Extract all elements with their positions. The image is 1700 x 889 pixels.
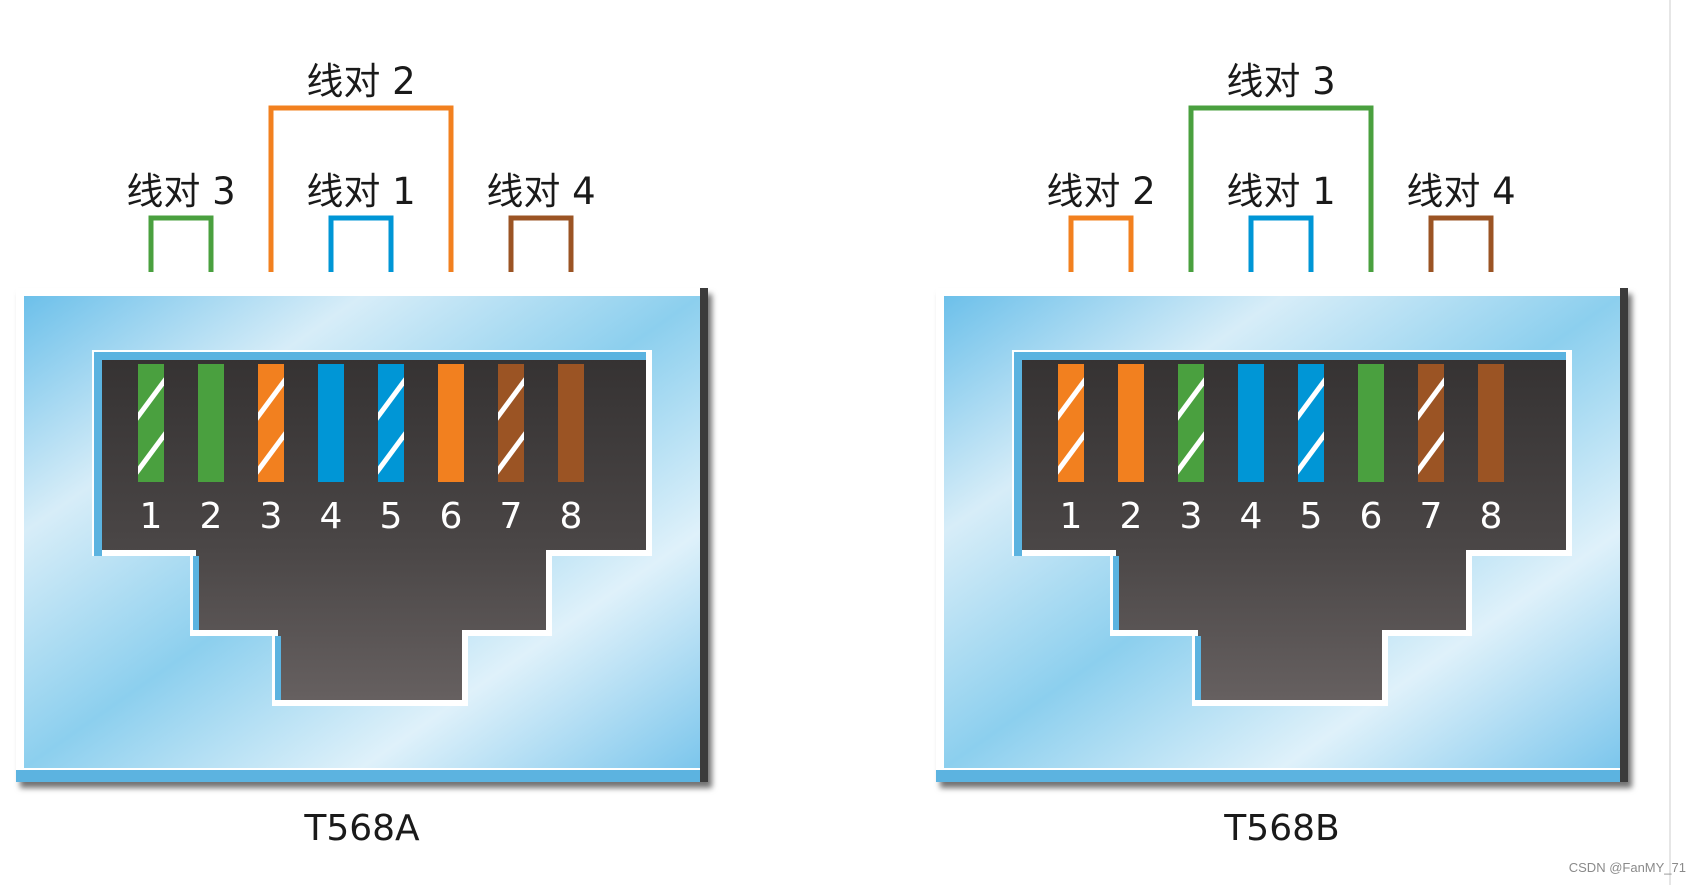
pin-number: 4 [1240, 496, 1263, 537]
right-border [1669, 0, 1671, 885]
pin-wire [318, 364, 344, 482]
pin-wire [1478, 364, 1504, 482]
pin-number: 7 [1420, 496, 1443, 537]
pin-number: 1 [1060, 496, 1083, 537]
pin-number: 5 [380, 496, 403, 537]
pin-number: 4 [320, 496, 343, 537]
pin-5: 5 [1298, 364, 1324, 537]
pin-number: 7 [500, 496, 523, 537]
pin-stripe [1178, 377, 1204, 475]
pin-4: 4 [1238, 364, 1264, 537]
pair-line [1188, 105, 1374, 272]
pin-wire [438, 364, 464, 482]
pair-bracket: 线对 4 [486, 170, 596, 272]
pin-4: 4 [318, 364, 344, 537]
jack-edge-steps [193, 556, 281, 700]
pin-number: 8 [1480, 496, 1503, 537]
pair-label: 线对 1 [1226, 170, 1335, 213]
pair-label: 线对 2 [1046, 170, 1155, 213]
pin-number: 5 [1300, 496, 1323, 537]
pin-wire [1358, 364, 1384, 482]
watermark: CSDN @FanMY_71 [1568, 860, 1686, 875]
pair-label: 线对 3 [1226, 60, 1335, 103]
pin-number: 8 [560, 496, 583, 537]
pair-line [148, 215, 214, 272]
pair-bracket: 线对 2 [1046, 170, 1156, 272]
pin-1: 1 [138, 364, 164, 537]
pair-line [1068, 215, 1134, 272]
pin-stripe [1418, 377, 1444, 475]
pin-stripe [1298, 377, 1324, 475]
pair-line [328, 215, 394, 272]
connector-caption: T568A [303, 808, 420, 849]
pin-number: 1 [140, 496, 163, 537]
pin-number: 2 [200, 496, 223, 537]
pair-line [1248, 215, 1314, 272]
pin-6: 6 [1358, 364, 1384, 537]
pair-label: 线对 2 [306, 60, 415, 103]
pin-stripe [138, 377, 164, 475]
pair-label: 线对 1 [306, 170, 415, 213]
pin-stripe [378, 377, 404, 475]
connector-caption: T568B [1223, 808, 1339, 849]
jack-edge-top [1014, 352, 1566, 556]
jack-edge-steps [1113, 556, 1201, 700]
pair-line [268, 105, 454, 272]
jack-edge-top [94, 352, 646, 556]
pin-7: 7 [1418, 364, 1444, 537]
pair-bracket: 线对 4 [1406, 170, 1516, 272]
pin-number: 3 [1180, 496, 1203, 537]
pin-7: 7 [498, 364, 524, 537]
pin-wire [1118, 364, 1144, 482]
pin-3: 3 [1178, 364, 1204, 537]
pair-bracket: 线对 2 [268, 60, 454, 272]
pin-2: 2 [1118, 364, 1144, 537]
pair-bracket: 线对 3 [1188, 60, 1374, 272]
pin-1: 1 [1058, 364, 1084, 537]
pair-label: 线对 4 [486, 170, 595, 213]
pin-5: 5 [378, 364, 404, 537]
pin-number: 2 [1120, 496, 1143, 537]
pin-8: 8 [558, 364, 584, 537]
pair-bracket: 线对 3 [126, 170, 236, 272]
pin-2: 2 [198, 364, 224, 537]
pair-bracket: 线对 1 [306, 170, 416, 272]
pair-label: 线对 3 [126, 170, 235, 213]
pin-stripe [498, 377, 524, 475]
pin-number: 3 [260, 496, 283, 537]
pin-wire [558, 364, 584, 482]
pin-stripe [258, 377, 284, 475]
pair-line [1428, 215, 1494, 272]
pair-line [508, 215, 574, 272]
pin-number: 6 [440, 496, 463, 537]
pin-wire [198, 364, 224, 482]
pin-stripe [1058, 377, 1084, 475]
pin-number: 6 [1360, 496, 1383, 537]
pin-8: 8 [1478, 364, 1504, 537]
pin-3: 3 [258, 364, 284, 537]
pin-wire [1238, 364, 1264, 482]
pin-6: 6 [438, 364, 464, 537]
pair-label: 线对 4 [1406, 170, 1515, 213]
pair-bracket: 线对 1 [1226, 170, 1336, 272]
